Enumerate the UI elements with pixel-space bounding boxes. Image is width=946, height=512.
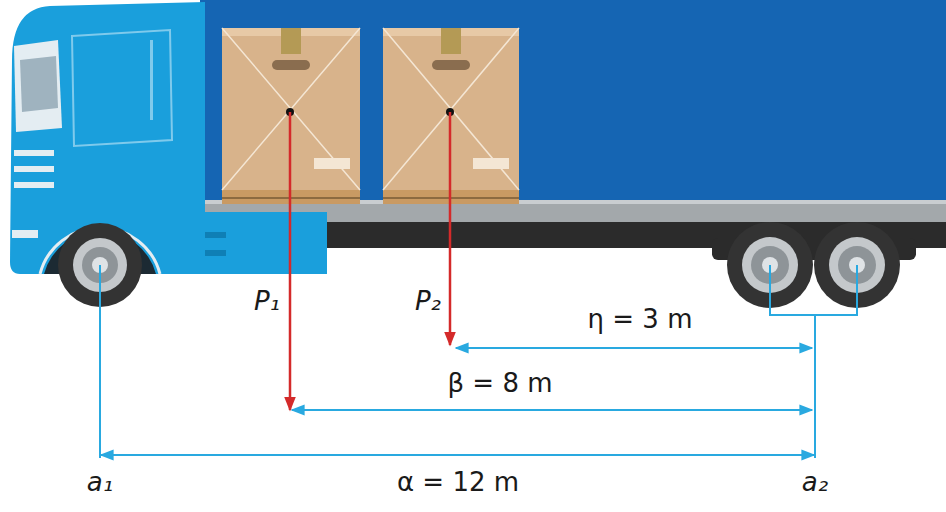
dimension-line [292, 409, 812, 411]
force-label: P₂ [413, 287, 443, 317]
weight-arrow [289, 112, 292, 410]
extension-line [99, 265, 101, 458]
axle-label: a₁ [85, 468, 115, 498]
force-label: P₁ [252, 287, 282, 317]
axle-label: a₂ [800, 468, 830, 498]
box-symbols [473, 158, 509, 169]
bumper-light [12, 230, 38, 238]
grille-bar [14, 182, 54, 188]
box-symbols [314, 158, 350, 169]
dimension-label: β = 8 m [445, 369, 554, 399]
tape [441, 28, 461, 54]
weight-arrow [449, 112, 452, 345]
window-shade [20, 56, 58, 112]
door-outline [72, 30, 172, 146]
dimension-line [456, 347, 812, 349]
dimension-line [101, 454, 814, 456]
grille-bar [14, 150, 54, 156]
door-line [150, 40, 153, 120]
handle [272, 60, 310, 70]
axle-bracket [770, 265, 857, 315]
dimension-label: η = 3 m [586, 305, 695, 335]
dimension-lines [100, 265, 857, 458]
cab-window [14, 40, 62, 132]
extension-line [814, 315, 816, 458]
grille-bar [14, 166, 54, 172]
tape [281, 28, 301, 54]
dimension-label: α = 12 m [395, 468, 521, 498]
trailer-body [200, 0, 946, 207]
handle [432, 60, 470, 70]
